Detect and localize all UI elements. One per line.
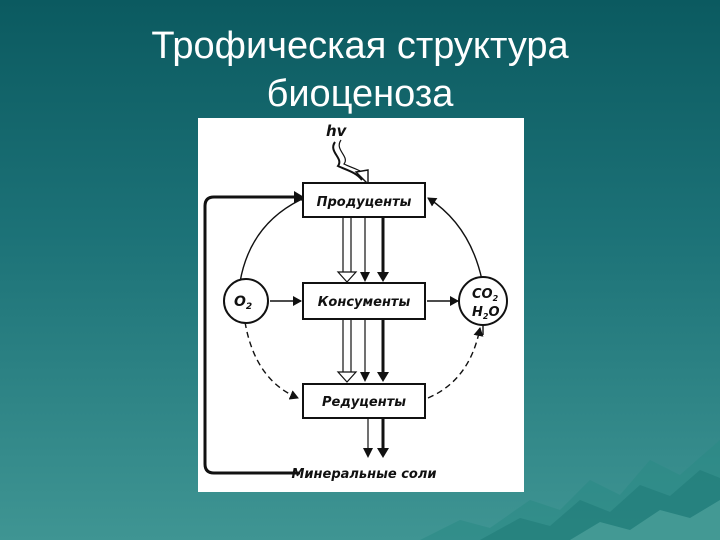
- h2o-subscript: 2: [483, 312, 489, 321]
- reducers-box: [302, 383, 426, 419]
- arrow-consumers-to-reducers-solid: [377, 372, 389, 382]
- svg-text:O2: O2: [234, 294, 252, 312]
- slide-title: Трофическая структура биоценоза: [0, 22, 720, 118]
- decorative-wave-texture: [420, 440, 720, 540]
- h2o-label: H: [472, 305, 483, 320]
- minerals-label: Минеральные соли: [291, 467, 436, 482]
- energy-label: hv: [326, 122, 348, 140]
- arc-o2-to-reducers: [244, 321, 299, 400]
- slide-title-line2: биоценоза: [266, 73, 454, 115]
- arc-producers-to-o2: [239, 191, 310, 283]
- arrow-producers-to-consumers-hollow: [336, 271, 358, 283]
- arrow-consumers-to-reducers-hollow: [336, 371, 358, 383]
- energy-arrow: [332, 141, 363, 181]
- slide-title-line1: Трофическая структура: [151, 25, 569, 67]
- oxygen-subscript: 2: [246, 302, 252, 312]
- feedback-loop-minerals-to-producers: [203, 195, 300, 475]
- arrow-producers-to-consumers-solid: [377, 272, 389, 282]
- producers-box: [302, 182, 426, 218]
- arc-reducers-to-co2: [427, 327, 484, 399]
- co2-label: CO: [472, 287, 493, 302]
- arrow-reducers-to-minerals-thin: [363, 448, 373, 458]
- svg-text:CO2: CO2: [472, 287, 499, 303]
- svg-text:H2O: H2O: [472, 305, 500, 321]
- h2o-tail: O: [488, 305, 499, 320]
- consumers-label: Консументы: [318, 295, 411, 310]
- oxygen-node: [223, 278, 269, 324]
- oxygen-label: O: [234, 294, 246, 310]
- consumers-box: [302, 282, 426, 320]
- arrow-reducers-to-minerals-thick: [377, 448, 389, 458]
- arc-co2-to-producers: [427, 197, 483, 281]
- co2-subscript: 2: [493, 294, 499, 303]
- producers-label: Продуценты: [317, 195, 412, 210]
- reducers-label: Редуценты: [322, 395, 406, 410]
